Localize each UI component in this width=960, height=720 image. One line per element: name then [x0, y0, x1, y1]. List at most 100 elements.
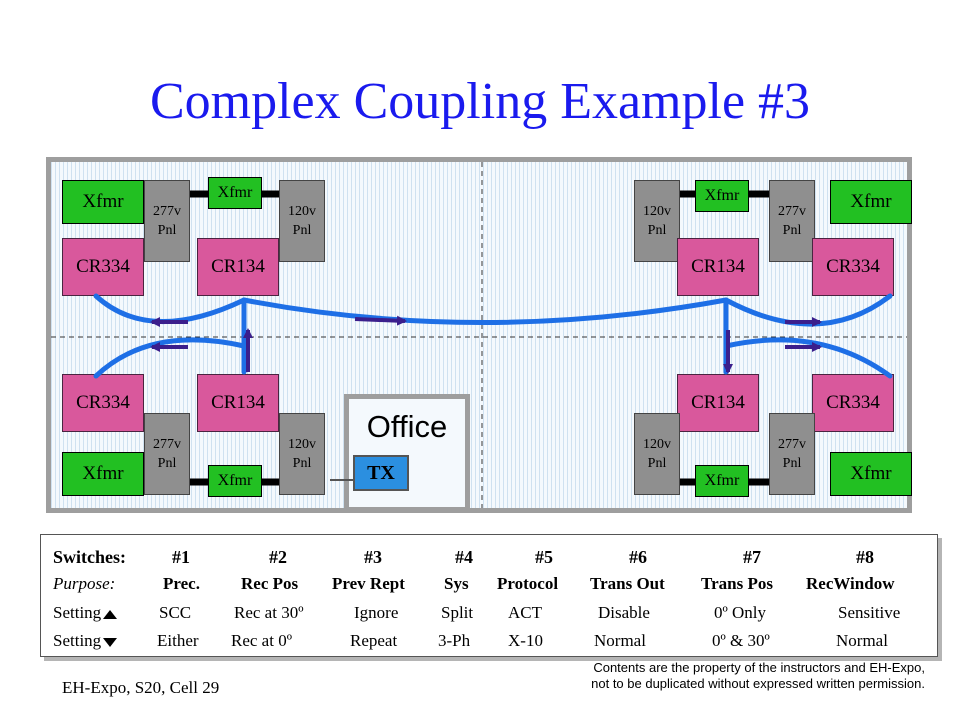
cr134-bottom-right: CR134 — [677, 374, 759, 432]
panel-label: Pnl — [647, 456, 667, 471]
office-label: Office — [366, 409, 448, 444]
slide-footer: EH-Expo, S20, Cell 29 — [62, 678, 220, 697]
xfmr-top-right-outer: Xfmr — [830, 180, 912, 224]
switch-number: #2 — [269, 547, 287, 567]
switch-number: #5 — [535, 547, 553, 567]
coupler-label: CR334 — [826, 256, 880, 277]
cr334-top-left: CR334 — [62, 238, 144, 296]
panel-label: Pnl — [292, 223, 312, 238]
panel-voltage: 277v — [153, 437, 181, 452]
office-box: Office — [344, 394, 470, 512]
panel-label: Pnl — [157, 456, 177, 471]
xfmr-bottom-left-inner: Xfmr — [208, 465, 262, 497]
panel-voltage: 120v — [643, 204, 671, 219]
setting-down-value: Rec at 0º — [231, 631, 292, 650]
setting-down-value: X-10 — [508, 631, 543, 650]
cr334-bottom-right: CR334 — [812, 374, 894, 432]
switch-number: #3 — [364, 547, 382, 567]
panel-label: Pnl — [292, 456, 312, 471]
panel-label: Pnl — [782, 456, 802, 471]
coupler-label: CR134 — [691, 256, 745, 277]
setting-up-value: Disable — [598, 603, 650, 622]
coupler-label: CR134 — [211, 256, 265, 277]
coupler-label: CR334 — [76, 256, 130, 277]
setting-up-value: Ignore — [354, 603, 399, 622]
cr134-top-left: CR134 — [197, 238, 279, 296]
panel-voltage: 277v — [778, 204, 806, 219]
setting-label: Setting — [53, 631, 102, 650]
setting-down-value: 3-Ph — [438, 631, 471, 650]
setting-up-row-label: Setting — [53, 603, 118, 623]
xfmr-label: Xfmr — [850, 463, 892, 484]
xfmr-label: Xfmr — [82, 463, 124, 484]
setting-up-value: Split — [441, 603, 474, 622]
copyright-line: Contents are the property of the instruc… — [593, 660, 925, 675]
purpose-value: Prev Rept — [332, 574, 405, 593]
cr334-top-right: CR334 — [812, 238, 894, 296]
panel-label: Pnl — [157, 223, 177, 238]
xfmr-top-right-inner: Xfmr — [695, 180, 749, 212]
setting-label: Setting — [53, 603, 102, 622]
wiring-diagram — [46, 157, 912, 513]
cr334-bottom-left: CR334 — [62, 374, 144, 432]
setting-down-value: Normal — [836, 631, 888, 650]
panel-voltage: 120v — [643, 437, 671, 452]
setting-up-value: ACT — [508, 603, 542, 622]
purpose-value: Sys — [444, 574, 469, 593]
setting-down-value: Either — [157, 631, 199, 650]
setting-down-value: Normal — [594, 631, 646, 650]
signal-arrows — [150, 315, 822, 374]
panel-voltage: 120v — [288, 204, 316, 219]
setting-up-value: 0º Only — [714, 603, 767, 622]
purpose-value: Prec. — [163, 574, 200, 593]
xfmr-top-left-inner: Xfmr — [208, 177, 262, 209]
xfmr-label: Xfmr — [704, 187, 740, 204]
tx-transmitter: TX — [353, 455, 409, 491]
coupler-label: CR134 — [211, 392, 265, 413]
panel-voltage: 277v — [778, 437, 806, 452]
xfmr-bottom-left-outer: Xfmr — [62, 452, 144, 496]
switch-number: #6 — [629, 547, 647, 567]
xfmr-label: Xfmr — [217, 184, 253, 201]
switch-settings-table: Switches: #1 #2 #3 #4 #5 #6 #7 #8 Purpos… — [40, 534, 938, 657]
copyright-notice: Contents are the property of the instruc… — [505, 660, 925, 692]
cr134-top-right: CR134 — [677, 238, 759, 296]
panel-voltage: 277v — [153, 204, 181, 219]
coupler-label: CR334 — [826, 392, 880, 413]
slide-title: Complex Coupling Example #3 — [149, 73, 811, 130]
panel-label: Pnl — [782, 223, 802, 238]
setting-up-value: Sensitive — [838, 603, 901, 622]
setting-up-value: SCC — [159, 603, 192, 622]
purpose-value: Trans Pos — [701, 574, 773, 593]
cr134-bottom-left: CR134 — [197, 374, 279, 432]
purpose-label: Purpose: — [53, 574, 116, 593]
switch-number: #4 — [455, 547, 473, 567]
bus-bars — [190, 190, 769, 486]
switch-number: #8 — [856, 547, 874, 567]
setting-down-value: Repeat — [350, 631, 398, 650]
xfmr-label: Xfmr — [82, 191, 124, 212]
signal-paths — [93, 293, 893, 379]
setting-down-value: 0º & 30º — [712, 631, 770, 650]
coupler-label: CR134 — [691, 392, 745, 413]
switches-label: Switches: — [53, 547, 126, 567]
xfmr-top-left-outer: Xfmr — [62, 180, 144, 224]
setting-up-value: Rec at 30º — [234, 603, 304, 622]
switch-number: #1 — [172, 547, 190, 567]
